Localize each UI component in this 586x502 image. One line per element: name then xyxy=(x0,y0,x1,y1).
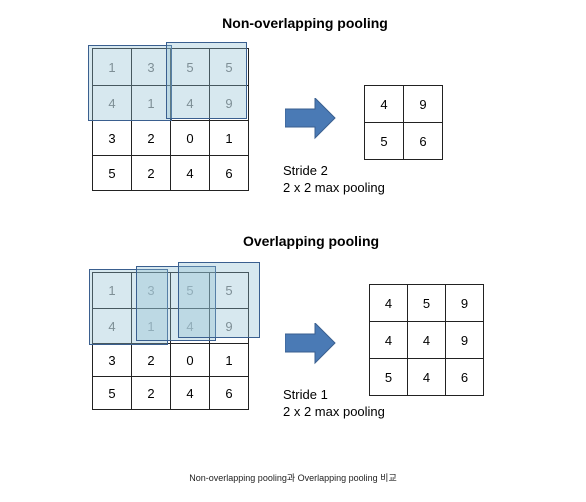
stride-label: Stride 1 xyxy=(283,387,328,402)
grid-cell: 4 xyxy=(170,155,210,191)
bottom-caption: Stride 1 2 x 2 max pooling xyxy=(283,386,385,420)
grid-cell: 2 xyxy=(131,120,171,156)
grid-cell: 4 xyxy=(407,358,446,396)
grid-cell: 6 xyxy=(445,358,484,396)
grid-cell: 1 xyxy=(131,85,171,121)
grid-cell: 5 xyxy=(407,284,446,322)
grid-cell: 5 xyxy=(170,272,210,309)
grid-cell: 1 xyxy=(92,272,132,309)
right-arrow-icon xyxy=(285,98,336,140)
grid-cell: 6 xyxy=(209,376,249,410)
grid-cell: 2 xyxy=(131,376,171,410)
top-title: Non-overlapping pooling xyxy=(222,15,388,31)
grid-cell: 4 xyxy=(369,321,408,359)
grid-cell: 1 xyxy=(209,120,249,156)
bottom-input-grid: 1 3 5 5 4 1 4 9 3 2 0 1 5 2 4 6 xyxy=(92,272,249,410)
grid-cell: 4 xyxy=(170,376,210,410)
bottom-output-grid: 4 5 9 4 4 9 5 4 6 xyxy=(369,284,484,396)
top-input-grid: 1 3 5 5 4 1 4 9 3 2 0 1 5 2 4 6 xyxy=(92,48,249,191)
grid-cell: 0 xyxy=(170,343,210,377)
figure-caption: Non-overlapping pooling과 Overlapping poo… xyxy=(189,473,397,483)
grid-cell: 9 xyxy=(445,284,484,322)
grid-cell: 4 xyxy=(92,85,132,121)
pooling-window xyxy=(136,266,216,341)
grid-cell: 5 xyxy=(364,122,404,160)
top-caption: Stride 2 2 x 2 max pooling xyxy=(283,162,385,196)
grid-cell: 1 xyxy=(209,343,249,377)
grid-cell: 0 xyxy=(170,120,210,156)
grid-cell: 6 xyxy=(403,122,443,160)
pooling-window xyxy=(88,45,172,121)
grid-cell: 6 xyxy=(209,155,249,191)
grid-cell: 9 xyxy=(445,321,484,359)
grid-cell: 5 xyxy=(92,376,132,410)
grid-cell: 1 xyxy=(92,48,132,86)
stride-label: Stride 2 xyxy=(283,163,328,178)
grid-cell: 3 xyxy=(92,120,132,156)
grid-cell: 4 xyxy=(364,85,404,123)
pooling-window xyxy=(89,269,168,345)
grid-cell: 4 xyxy=(369,284,408,322)
pooling-window xyxy=(178,262,260,338)
pooling-label: 2 x 2 max pooling xyxy=(283,180,385,195)
grid-cell: 2 xyxy=(131,343,171,377)
grid-cell: 2 xyxy=(131,155,171,191)
grid-cell: 3 xyxy=(131,272,171,309)
grid-cell: 4 xyxy=(407,321,446,359)
bottom-title: Overlapping pooling xyxy=(242,233,380,249)
pooling-label: 2 x 2 max pooling xyxy=(283,404,385,419)
top-output-grid: 4 9 5 6 xyxy=(364,85,443,160)
grid-cell: 5 xyxy=(92,155,132,191)
grid-cell: 1 xyxy=(131,308,171,344)
grid-cell: 3 xyxy=(92,343,132,377)
grid-cell: 9 xyxy=(403,85,443,123)
grid-cell: 4 xyxy=(92,308,132,344)
right-arrow-icon xyxy=(285,323,336,365)
pooling-window xyxy=(166,42,247,119)
